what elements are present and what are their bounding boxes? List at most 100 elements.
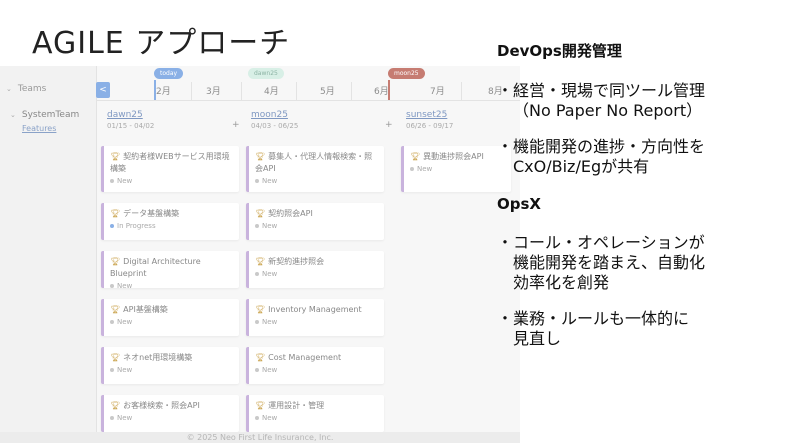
trophy-icon: 🏆︎ [255, 209, 266, 218]
add-item-button[interactable]: + [385, 120, 393, 130]
status-text: In Progress [117, 222, 156, 230]
trophy-icon: 🏆︎ [255, 401, 266, 410]
status-dot-icon [255, 224, 259, 228]
status-dot-icon [110, 224, 114, 228]
sprint-dawn25[interactable]: dawn25 01/15 - 04/02 [107, 110, 154, 130]
feature-card[interactable]: 🏆︎お客様検索・照会API New [101, 395, 239, 432]
status: New [255, 318, 378, 326]
feature-card[interactable]: 🏆︎Digital Architecture Blueprint New [101, 251, 239, 290]
feature-card[interactable]: 🏆︎ネオnet用環境構築 New [101, 347, 239, 384]
status-text: New [117, 366, 133, 374]
status-text: New [262, 318, 278, 326]
trophy-icon: 🏆︎ [255, 257, 266, 266]
trophy-icon: 🏆︎ [255, 305, 266, 314]
feature-title-text: 契約照会API [268, 209, 313, 218]
feature-title-text: Cost Management [268, 353, 342, 362]
status: New [255, 414, 378, 422]
add-item-button[interactable]: + [232, 120, 240, 130]
feature-title-text: Inventory Management [268, 305, 362, 314]
month-label: 5月 [320, 87, 335, 97]
status-text: New [417, 165, 433, 173]
status-dot-icon [255, 272, 259, 276]
today-marker: today [154, 68, 184, 79]
team-row[interactable]: ⌄ SystemTeam [10, 110, 79, 120]
feature-title-text: 新契約進捗照会 [268, 257, 325, 266]
feature-card[interactable]: 🏆︎新契約進捗照会 New [246, 251, 384, 288]
status-text: New [262, 414, 278, 422]
team-name: SystemTeam [21, 110, 80, 120]
month-label: 4月 [264, 87, 279, 97]
chevron-down-icon[interactable]: ⌄ [6, 85, 12, 93]
devops-bullet-1-line-2: （No Paper No Report） [513, 101, 703, 120]
feature-card[interactable]: 🏆︎Inventory Management New [246, 299, 384, 336]
month-divider [351, 82, 352, 100]
dawn-marker: dawn25 [248, 68, 284, 79]
month-label: 8月 [488, 87, 503, 97]
status: New [110, 366, 233, 374]
trophy-icon: 🏆︎ [410, 152, 421, 161]
teams-header-label: Teams [17, 84, 47, 94]
feature-card[interactable]: 🏆︎Cost Management New [246, 347, 384, 384]
slide-title: AGILE アプローチ [32, 26, 291, 61]
sprint-sunset25[interactable]: sunset25 06/26 - 09/17 [406, 110, 453, 130]
feature-title: 🏆︎ネオnet用環境構築 [110, 352, 233, 364]
opsx-bullet-1-line-1: ・コール・オペレーションが [497, 233, 705, 252]
sprint-name[interactable]: dawn25 [107, 110, 143, 120]
feature-title: 🏆︎契約者様WEBサービス用環境構築 [110, 151, 233, 175]
status-text: New [117, 318, 133, 326]
feature-card[interactable]: 🏆︎API基盤構築 New [101, 299, 239, 336]
feature-title: 🏆︎API基盤構築 [110, 304, 233, 316]
status: New [255, 177, 378, 185]
status-text: New [117, 282, 133, 290]
timeline-header: < today dawn25 moon25 2月 3月 4月 5月 6月 7月 … [96, 68, 520, 101]
month-divider [191, 82, 192, 100]
feature-title-text: Digital Architecture Blueprint [110, 257, 201, 278]
trophy-icon: 🏆︎ [110, 257, 121, 266]
moon-line [388, 80, 390, 100]
devops-bullet-1-line-1: ・経営・現場で同ツール管理 [497, 81, 706, 100]
feature-title-text: 運用設計・管理 [268, 401, 325, 410]
sprint-dates: 04/03 - 06/25 [251, 122, 299, 130]
status: In Progress [110, 222, 233, 230]
features-link[interactable]: Features [22, 124, 57, 133]
sprint-moon25[interactable]: moon25 04/03 - 06/25 [251, 110, 298, 130]
devops-bullet-2-line-1: ・機能開発の進捗・方向性を [497, 137, 706, 156]
prev-button[interactable]: < [96, 82, 110, 98]
status-dot-icon [110, 320, 114, 324]
feature-card[interactable]: 🏆︎募集人・代理人情報検索・照会API New [246, 146, 384, 192]
sprint-name[interactable]: sunset25 [406, 110, 448, 120]
chevron-down-icon[interactable]: ⌄ [10, 111, 16, 119]
devops-heading: DevOps開発管理 [497, 42, 622, 60]
status-dot-icon [255, 368, 259, 372]
status-text: New [262, 177, 278, 185]
status: New [255, 222, 378, 230]
sprint-name[interactable]: moon25 [251, 110, 288, 120]
feature-card[interactable]: 🏆︎異動進捗照会API New [401, 146, 511, 192]
status: New [110, 318, 233, 326]
trophy-icon: 🏆︎ [255, 353, 266, 362]
feature-card[interactable]: 🏆︎契約者様WEBサービス用環境構築 New [101, 146, 239, 192]
month-label: 2月 [156, 87, 171, 97]
moon-marker: moon25 [388, 68, 425, 79]
status: New [255, 366, 378, 374]
feature-title: 🏆︎Cost Management [255, 352, 378, 364]
feature-card[interactable]: 🏆︎データ基盤構築 In Progress [101, 203, 239, 240]
feature-card[interactable]: 🏆︎契約照会API New [246, 203, 384, 240]
copyright-footer: © 2025 Neo First Life Insurance, Inc. [0, 432, 520, 443]
feature-title: 🏆︎Inventory Management [255, 304, 378, 316]
feature-title: 🏆︎運用設計・管理 [255, 400, 378, 412]
status-dot-icon [410, 167, 414, 171]
status-dot-icon [255, 416, 259, 420]
month-divider [241, 82, 242, 100]
feature-title-text: ネオnet用環境構築 [123, 353, 193, 362]
feature-title: 🏆︎異動進捗照会API [410, 151, 505, 163]
month-label: 7月 [430, 87, 445, 97]
opsx-bullet-2-line-2: 見直し [513, 329, 562, 348]
feature-title-text: 契約者様WEBサービス用環境構築 [110, 152, 230, 173]
status-dot-icon [110, 179, 114, 183]
today-line [154, 80, 156, 100]
sprint-dates: 06/26 - 09/17 [406, 122, 454, 130]
feature-card[interactable]: 🏆︎運用設計・管理 New [246, 395, 384, 432]
feature-title-text: データ基盤構築 [123, 209, 180, 218]
status-text: New [262, 270, 278, 278]
